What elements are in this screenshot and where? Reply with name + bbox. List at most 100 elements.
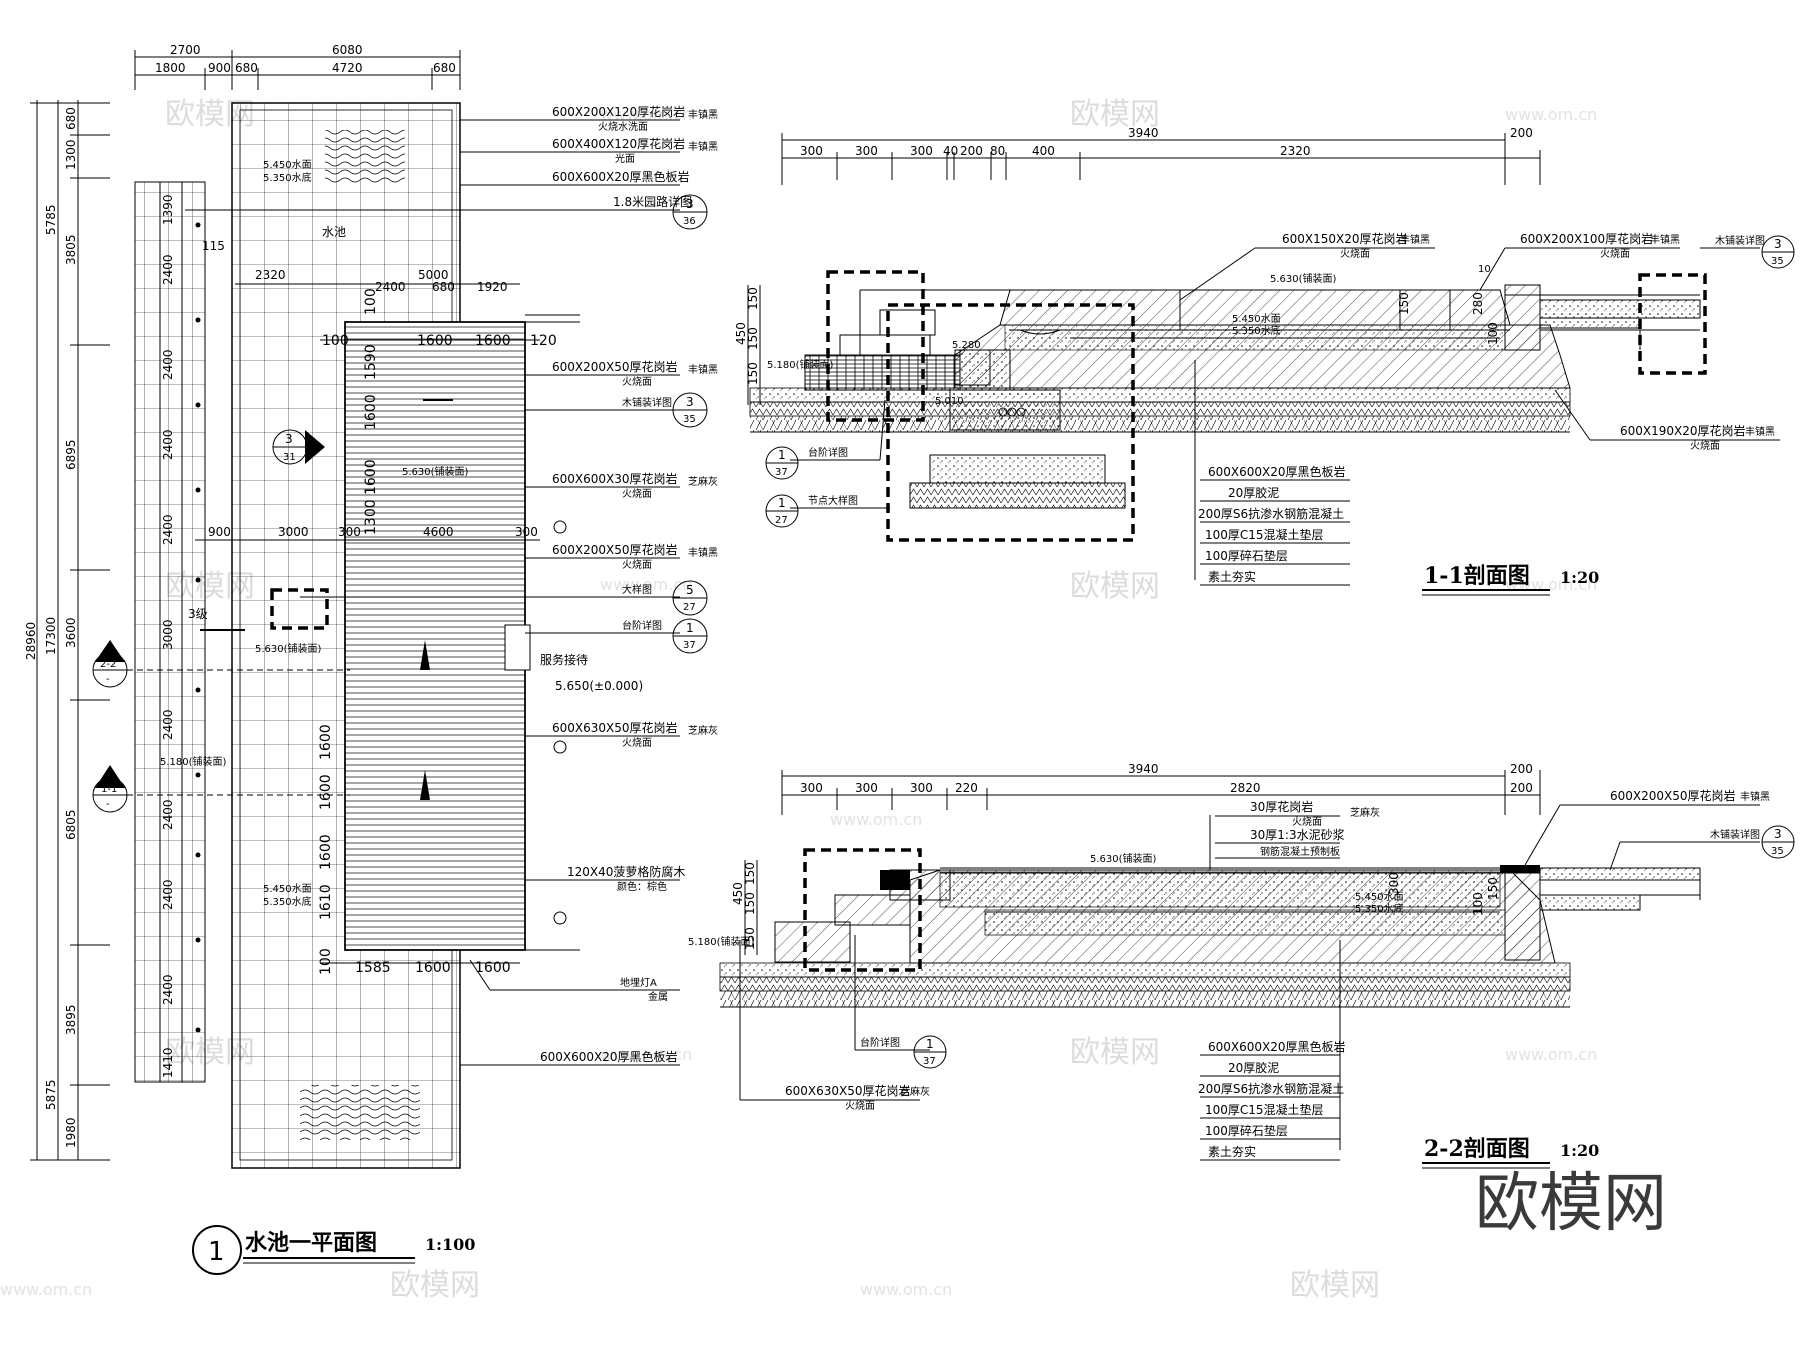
svg-text:1: 1 bbox=[926, 1037, 934, 1051]
svg-text:火烧面: 火烧面 bbox=[622, 487, 652, 500]
dim-text: 280 bbox=[1471, 292, 1485, 315]
note-sub: 火烧面 bbox=[1340, 247, 1370, 260]
dim-text: 2700 bbox=[170, 43, 201, 57]
watermark: 欧模网 bbox=[1070, 569, 1160, 604]
svg-text:火烧面: 火烧面 bbox=[622, 736, 652, 749]
dim-text: 450 bbox=[734, 322, 748, 345]
svg-text:木铺装详图: 木铺装详图 bbox=[622, 396, 672, 409]
watermark-url: www.om.cn bbox=[0, 1280, 92, 1299]
svg-text:600X400X120厚花岗岩: 600X400X120厚花岗岩 bbox=[552, 136, 685, 151]
note-text: 600X190X20厚花岗岩 bbox=[1620, 423, 1746, 438]
layer-text: 200厚S6抗渗水钢筋混凝土 bbox=[1198, 1081, 1344, 1096]
dim-text: 150 bbox=[746, 327, 760, 350]
dim-text: 2320 bbox=[1280, 144, 1311, 158]
svg-text:1600: 1600 bbox=[363, 459, 379, 495]
svg-text:120X40菠萝格防腐木: 120X40菠萝格防腐木 bbox=[567, 864, 685, 879]
detail-zone bbox=[270, 588, 329, 630]
dim-text: 220 bbox=[955, 781, 978, 795]
svg-text:1600: 1600 bbox=[318, 834, 334, 870]
dim-text: 150 bbox=[746, 287, 760, 310]
svg-text:3000: 3000 bbox=[161, 619, 175, 650]
svg-text:丰镇黑: 丰镇黑 bbox=[688, 108, 718, 121]
level-text: 5.010 bbox=[935, 396, 964, 407]
svg-text:35: 35 bbox=[1771, 256, 1784, 267]
note-text: 30厚花岗岩 bbox=[1250, 799, 1313, 814]
note-sub: 火烧面 bbox=[1292, 815, 1322, 828]
dim-text: 120 bbox=[530, 333, 557, 349]
level-text: 5.630(铺装面) bbox=[255, 642, 322, 655]
svg-text:大样图: 大样图 bbox=[622, 583, 652, 596]
layer-text: 素土夯实 bbox=[1208, 569, 1256, 584]
level-text: 5.350水底 bbox=[263, 895, 312, 908]
svg-text:火烧面: 火烧面 bbox=[622, 375, 652, 388]
section-1-1: 3940 300 300 300 40 200 80 400 2320 200 … bbox=[734, 126, 1795, 596]
layer-text: 20厚胶泥 bbox=[1228, 485, 1279, 500]
dim-text: 1300 bbox=[64, 139, 78, 170]
note-tag: 丰镇黑 bbox=[1400, 233, 1430, 246]
dim-text: 680 bbox=[235, 61, 258, 75]
note-text: 钢筋混凝土预制板 bbox=[1260, 845, 1340, 858]
paving-strip bbox=[134, 181, 206, 1083]
svg-text:1410: 1410 bbox=[161, 1047, 175, 1078]
section2-title: 2-2剖面图 bbox=[1424, 1136, 1530, 1162]
layer-text: 600X600X20厚黑色板岩 bbox=[1208, 1039, 1346, 1054]
section-mark-2-2: 2-2 - bbox=[92, 640, 350, 688]
svg-text:1390: 1390 bbox=[161, 194, 175, 225]
level-text: 5.350水底 bbox=[1232, 324, 1281, 337]
note-sub: 火烧面 bbox=[1690, 439, 1720, 452]
dim-text: 300 bbox=[515, 525, 538, 539]
inner-vert-dims: 100 1590 1600 1600 1300 1600 1600 1600 1… bbox=[318, 288, 379, 975]
section-2-2: 3940 200 300 300 300 220 2820 200 450 15… bbox=[688, 762, 1795, 1169]
dim-text: 150 bbox=[743, 927, 757, 950]
dim-text: 300 bbox=[910, 144, 933, 158]
level-text: 5.450水面 bbox=[1355, 891, 1404, 903]
svg-text:丰镇黑: 丰镇黑 bbox=[688, 363, 718, 376]
svg-text:600X200X50厚花岗岩: 600X200X50厚花岗岩 bbox=[552, 542, 678, 557]
layer-text: 素土夯实 bbox=[1208, 1144, 1256, 1159]
section1-scale: 1:20 bbox=[1560, 568, 1599, 587]
dim-text: 80 bbox=[990, 144, 1005, 158]
dim-text: 5000 bbox=[418, 268, 449, 282]
svg-text:600X200X50厚花岗岩: 600X200X50厚花岗岩 bbox=[552, 359, 678, 374]
svg-text:600X630X50厚花岗岩: 600X630X50厚花岗岩 bbox=[552, 720, 678, 735]
svg-text:台阶详图: 台阶详图 bbox=[622, 619, 662, 632]
dim-text: 680 bbox=[432, 280, 455, 294]
dim-text: 200 bbox=[960, 144, 983, 158]
dim-text: 150 bbox=[1397, 292, 1411, 315]
dim-text: 5785 bbox=[44, 204, 58, 235]
dim-text: 5875 bbox=[44, 1079, 58, 1110]
svg-text:火烧面: 火烧面 bbox=[622, 558, 652, 571]
strip-markers bbox=[195, 222, 201, 1033]
svg-text:1: 1 bbox=[778, 496, 786, 510]
dim-text: 400 bbox=[1032, 144, 1055, 158]
dim-text: 17300 bbox=[44, 617, 58, 655]
watermark: 欧模网 bbox=[1070, 1035, 1160, 1070]
svg-text:3: 3 bbox=[1774, 237, 1782, 251]
level-text: 5.630(铺装面) bbox=[1090, 852, 1157, 865]
watermark-url: www.om.cn bbox=[600, 1045, 692, 1064]
svg-text:36: 36 bbox=[683, 216, 696, 227]
svg-text:-: - bbox=[106, 799, 110, 810]
service-label: 服务接待 bbox=[540, 652, 588, 667]
svg-text:3: 3 bbox=[686, 395, 694, 409]
pool-label: 水池 bbox=[322, 225, 346, 239]
steps-label: 3级 bbox=[188, 607, 208, 621]
dim-text: 680 bbox=[433, 61, 456, 75]
dim-text: 10 bbox=[1478, 264, 1491, 275]
dim-text: 300 bbox=[855, 781, 878, 795]
note-sub: 火烧面 bbox=[1600, 247, 1630, 260]
level-text: 5.350水底 bbox=[1355, 902, 1404, 915]
dim-text: 3000 bbox=[278, 525, 309, 539]
dim-text: 100 bbox=[1471, 892, 1485, 915]
plan-index-number: 1 bbox=[208, 1237, 225, 1267]
dim-text: 115 bbox=[202, 239, 225, 253]
dim-text: 100 bbox=[1486, 322, 1500, 345]
dim-text: 1800 bbox=[155, 61, 186, 75]
svg-text:600X600X20厚黑色板岩: 600X600X20厚黑色板岩 bbox=[552, 169, 690, 184]
detail-box bbox=[803, 848, 922, 972]
note-sub: 火烧面 bbox=[845, 1099, 875, 1112]
dim-text: 300 bbox=[800, 144, 823, 158]
svg-text:3: 3 bbox=[285, 432, 293, 446]
note-tag: 丰镇黑 bbox=[1745, 425, 1775, 438]
